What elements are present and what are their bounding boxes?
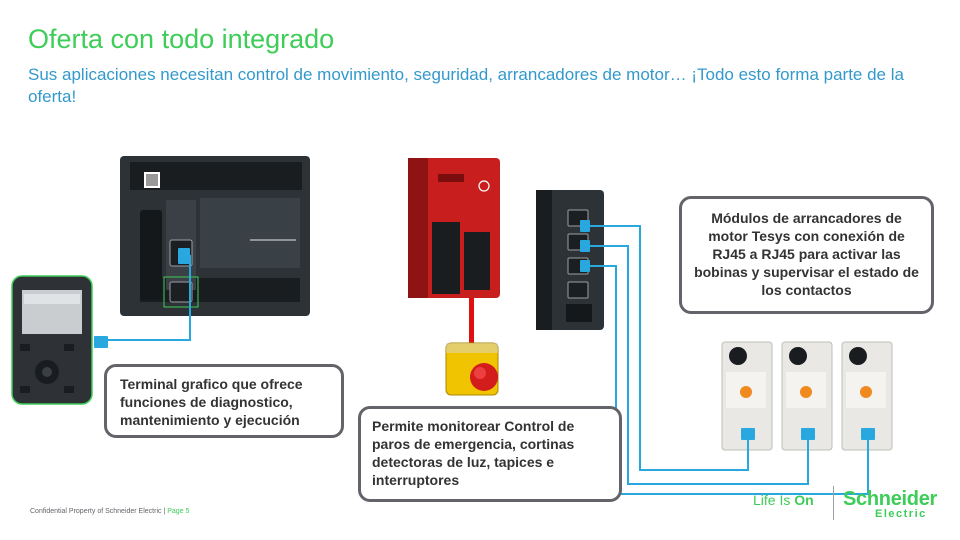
light-beam xyxy=(469,298,474,348)
safety-module-icon xyxy=(408,158,500,298)
footer-confidential: Confidential Property of Schneider Elect… xyxy=(30,508,165,515)
terminal-callout: Terminal grafico que ofrece funciones de… xyxy=(104,364,344,438)
schneider-electric-logo: Schneider Electric xyxy=(843,488,943,522)
life-is-on-tagline: Life Is On xyxy=(753,492,814,508)
emergency-stop-button-icon xyxy=(446,343,498,395)
footer-page: Page 5 xyxy=(167,508,189,515)
ethernet-switch-module-icon xyxy=(536,190,604,330)
safety-callout: Permite monitorear Control de paros de e… xyxy=(358,406,622,502)
footer: Confidential Property of Schneider Elect… xyxy=(30,508,189,515)
tagline-on: On xyxy=(794,492,813,508)
plc-controller-icon xyxy=(120,156,310,316)
hmi-terminal-icon xyxy=(12,276,92,404)
brand-divider xyxy=(833,486,834,520)
tagline-text: Life Is xyxy=(753,492,794,508)
brand-sub: Electric xyxy=(875,508,927,520)
starters-callout: Módulos de arrancadores de motor Tesys c… xyxy=(679,196,934,314)
